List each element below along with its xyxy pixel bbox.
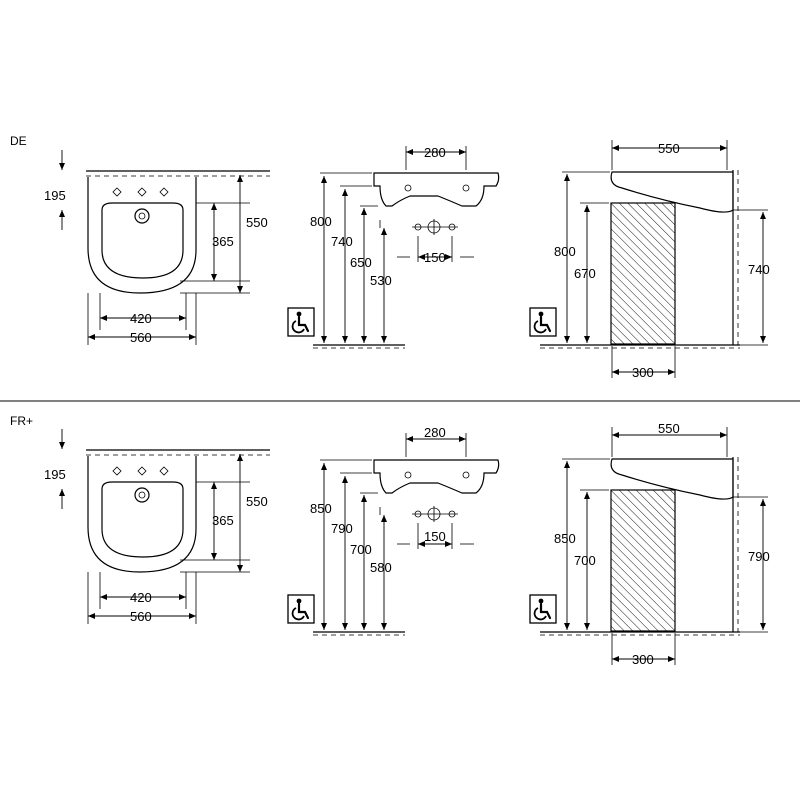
dim-width: 560: [130, 330, 152, 345]
dim-h4: 580: [370, 560, 392, 575]
dim-inner-width: 420: [130, 311, 152, 326]
section-fr: FR+ 195 550 365 420 560 280 850 790 700 …: [10, 414, 770, 667]
dim-spacing: 150: [424, 250, 446, 265]
dim-h-knee: 670: [574, 266, 596, 281]
dim-h-knee: 700: [574, 553, 596, 568]
dim-depth: 550: [246, 494, 268, 509]
dim-knee-depth: 300: [632, 652, 654, 667]
section-de: DE 195 550 365 420 560 280 800 740 650 5…: [10, 134, 770, 380]
wheelchair-icon: [528, 306, 558, 338]
wheelchair-icon: [286, 306, 316, 338]
dim-h-rim: 800: [554, 244, 576, 259]
side-view: 280 800 740 650 530 150: [286, 145, 499, 348]
dim-h4: 530: [370, 273, 392, 288]
dim-h-under: 790: [748, 549, 770, 564]
side-view: 280 850 790 700 580 150: [286, 425, 499, 635]
dim-h3: 650: [350, 255, 372, 270]
clearance-view: 550 850 700 790 300: [528, 421, 770, 667]
dim-basin: 280: [424, 425, 446, 440]
dim-h3: 700: [350, 542, 372, 557]
dim-basin: 280: [424, 145, 446, 160]
dim-depth: 550: [658, 421, 680, 436]
dim-knee-depth: 300: [632, 365, 654, 380]
dim-depth-offset: 195: [44, 467, 66, 482]
top-view: 195 550 365 420 560: [44, 150, 270, 345]
dim-h1: 850: [310, 501, 332, 516]
dim-h2: 740: [331, 234, 353, 249]
dim-h2: 790: [331, 521, 353, 536]
dim-h1: 800: [310, 214, 332, 229]
region-label: DE: [10, 134, 27, 148]
dim-h-rim: 850: [554, 531, 576, 546]
dim-depth-offset: 195: [44, 188, 66, 203]
dim-inner-width: 420: [130, 590, 152, 605]
clearance-view: 550 800 670 740 300: [528, 140, 770, 380]
dim-spacing: 150: [424, 529, 446, 544]
dim-depth: 550: [658, 141, 680, 156]
wheelchair-icon: [528, 593, 558, 625]
dim-h-under: 740: [748, 262, 770, 277]
dim-bowl: 365: [212, 234, 234, 249]
dim-width: 560: [130, 609, 152, 624]
top-view: 195 550 365 420 560: [44, 429, 270, 624]
dim-depth: 550: [246, 215, 268, 230]
dim-bowl: 365: [212, 513, 234, 528]
wheelchair-icon: [286, 593, 316, 625]
region-label: FR+: [10, 414, 33, 428]
